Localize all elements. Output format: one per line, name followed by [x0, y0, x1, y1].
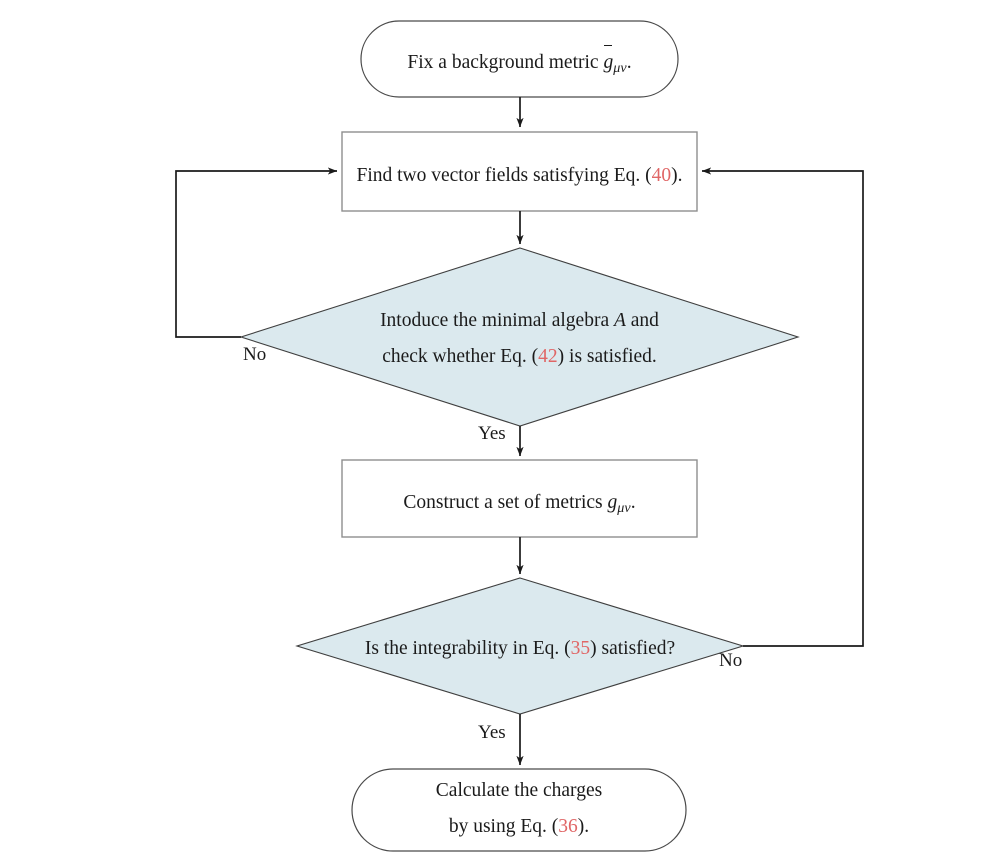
node-integrability-shape — [295, 577, 745, 715]
node-construct-metrics-shape — [341, 459, 698, 538]
node-start-shape — [360, 20, 679, 98]
connector-integrability-no-feedback — [701, 167, 864, 647]
connector-algebra-no-feedback — [175, 167, 338, 338]
node-find-vectors-shape — [341, 131, 698, 212]
node-calculate-charges-shape — [351, 768, 687, 852]
node-minimal-algebra-shape — [239, 247, 800, 427]
